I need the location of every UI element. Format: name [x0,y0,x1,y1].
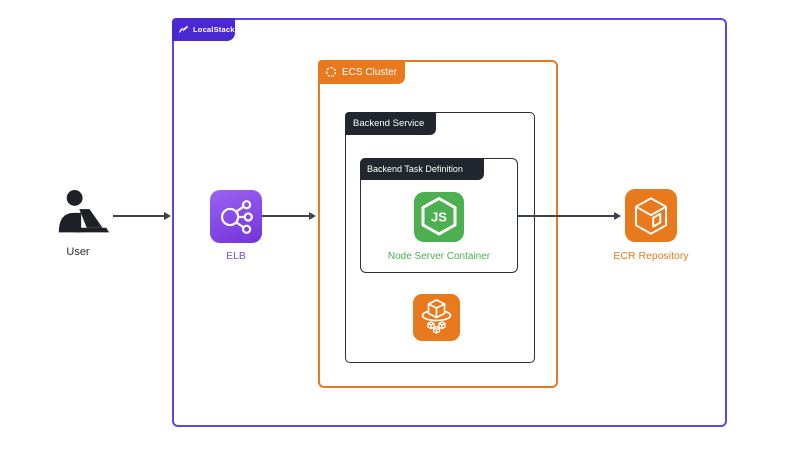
arrow-elb-to-ecs-cluster [261,215,309,217]
arrow-elb-to-ecs-cluster-head [309,212,316,220]
elb-load-balancer-icon [220,199,253,234]
ecs-cluster-tab: ECS Cluster [318,60,405,84]
node-server-container-label: Node Server Container [387,251,491,262]
elb-icon-card [210,190,262,243]
user-laptop-icon [58,190,110,233]
task-definition-tab: Backend Task Definition [360,158,484,180]
ecr-icon-card [625,189,677,242]
backend-service-tab: Backend Service [345,112,436,135]
backend-service-label: Backend Service [353,118,425,129]
ecr-label: ECR Repository [613,250,689,262]
localstack-logo-icon [179,25,188,34]
arrow-user-to-localstack-head [164,212,171,220]
ecr-repository-icon [634,196,668,235]
localstack-tab: LocalStack [172,18,235,41]
arrow-task-to-ecr-head [614,212,621,220]
ecs-cluster-icon [325,66,337,78]
ecs-service-icon-card [413,294,460,341]
user-figure [56,188,110,234]
task-definition-label: Backend Task Definition [367,164,463,174]
nodejs-js-badge: JS [431,210,447,225]
ecs-service-icon [421,299,452,334]
arrow-user-to-localstack [113,215,164,217]
user-label: User [66,246,90,258]
nodejs-icon-card: JS [414,192,464,242]
arrow-task-to-ecr [518,215,614,217]
nodejs-hexagon-icon: JS [421,197,457,236]
localstack-container [172,18,727,427]
ecs-cluster-label: ECS Cluster [342,66,398,78]
elb-label: ELB [226,250,246,262]
localstack-label: LocalStack [193,25,235,34]
